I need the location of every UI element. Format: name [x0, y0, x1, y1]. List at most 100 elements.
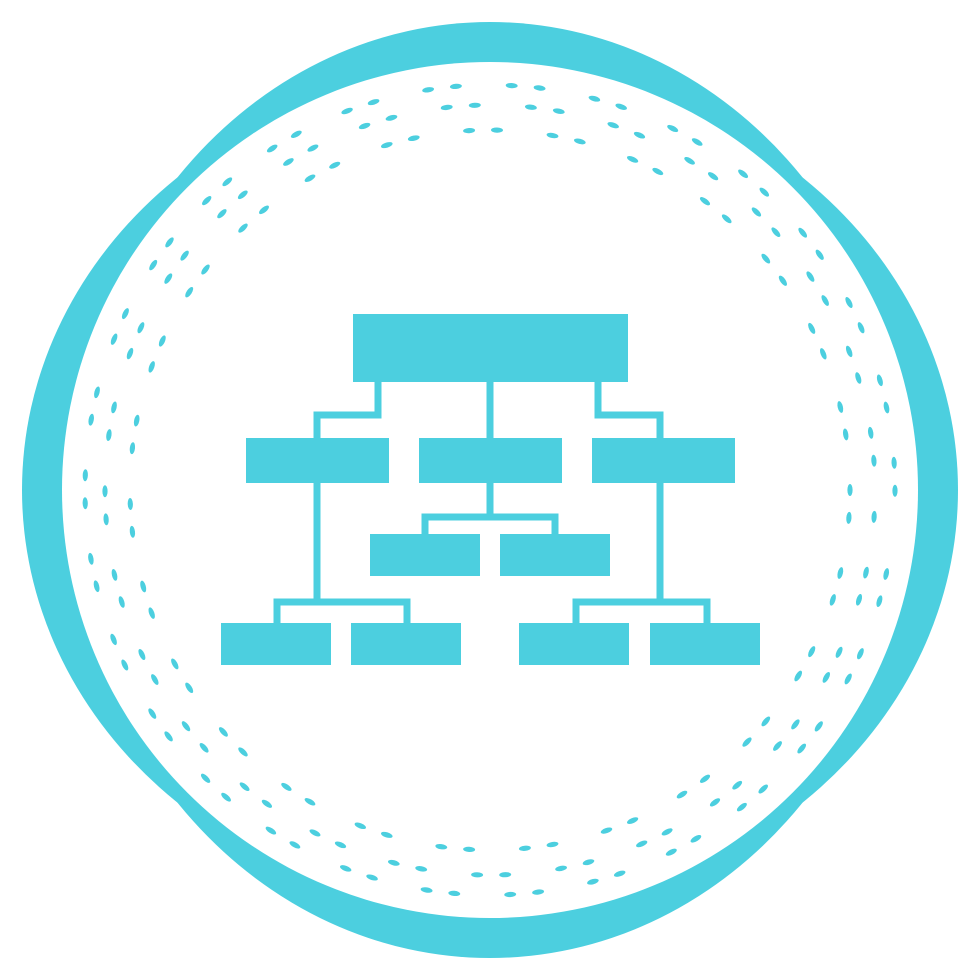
dot-mark: [366, 874, 378, 881]
dot-mark: [218, 727, 228, 737]
dot-mark: [837, 401, 844, 413]
root-node-box: [353, 314, 628, 382]
dot-mark: [463, 846, 476, 853]
dot-mark: [82, 469, 88, 482]
dot-mark: [103, 513, 109, 526]
dot-mark: [367, 99, 380, 106]
dot-mark: [471, 872, 484, 878]
dot-mark: [102, 485, 108, 498]
level3-right-a-box: [519, 623, 629, 665]
dot-mark: [532, 889, 545, 895]
dot-mark: [181, 721, 191, 732]
dot-mark: [736, 802, 747, 812]
dot-mark: [449, 83, 462, 90]
org-chart: [221, 314, 760, 665]
dot-mark: [222, 177, 233, 187]
dot-mark: [721, 214, 732, 224]
dot-mark: [742, 737, 752, 747]
dot-mark: [415, 866, 428, 872]
dot-mark: [118, 596, 125, 608]
dot-mark: [281, 782, 292, 791]
dot-mark: [239, 782, 250, 792]
dot-mark: [876, 374, 883, 387]
dot-mark: [633, 131, 646, 139]
dot-mark: [221, 792, 231, 802]
dot-mark: [381, 831, 393, 838]
connector-lines: [273, 382, 711, 623]
dot-mark: [573, 138, 586, 145]
dot-mark: [422, 87, 435, 93]
dot-mark: [340, 865, 352, 872]
dot-mark: [546, 132, 559, 139]
level3-left-a-box: [221, 623, 331, 665]
dot-mark: [111, 401, 117, 414]
dot-mark: [435, 843, 448, 850]
dot-mark: [158, 335, 166, 347]
dot-mark: [354, 822, 366, 830]
dot-mark: [815, 249, 824, 260]
level2-center-left-box: [370, 534, 480, 576]
dot-mark: [448, 890, 461, 897]
dot-mark: [407, 135, 420, 142]
dot-mark: [180, 250, 189, 261]
dot-mark: [148, 708, 157, 719]
dot-mark: [289, 841, 301, 849]
dot-mark: [806, 271, 815, 282]
dot-mark: [771, 227, 781, 237]
dot-mark: [140, 580, 147, 593]
dot-mark: [652, 167, 664, 176]
dot-mark: [202, 196, 212, 206]
dot-mark: [600, 827, 613, 834]
dot-mark: [778, 275, 787, 286]
dot-mark: [468, 102, 481, 108]
dot-mark: [751, 207, 762, 217]
dot-mark: [819, 348, 827, 360]
dot-mark: [237, 190, 248, 200]
dot-mark: [259, 205, 269, 215]
dot-mark: [759, 187, 770, 197]
dot-mark: [290, 130, 302, 138]
dot-mark: [661, 828, 673, 836]
dot-mark: [798, 227, 808, 238]
dot-mark: [110, 333, 118, 345]
dot-mark: [533, 85, 546, 91]
dot-mark: [552, 108, 565, 114]
dot-mark: [121, 308, 129, 320]
dot-mark: [304, 798, 316, 806]
dot-mark: [808, 646, 816, 658]
dot-mark: [217, 209, 227, 219]
dot-mark: [847, 484, 853, 496]
dot-mark: [626, 817, 639, 824]
dot-mark: [699, 197, 711, 206]
dot-mark: [845, 297, 853, 308]
dot-mark: [111, 569, 118, 581]
dot-mark: [876, 595, 883, 608]
dot-mark: [524, 104, 537, 110]
dot-mark: [607, 122, 619, 129]
dot-mark: [440, 104, 453, 111]
dot-mark: [709, 798, 721, 807]
dot-mark: [871, 510, 877, 523]
dot-mark: [499, 872, 512, 878]
dot-mark: [164, 273, 173, 284]
dot-mark: [707, 172, 719, 181]
dot-mark: [94, 386, 100, 399]
dot-mark: [690, 835, 702, 843]
dot-mark: [151, 674, 159, 685]
dot-mark: [588, 95, 601, 102]
dot-mark: [808, 322, 816, 334]
dot-mark: [732, 780, 743, 790]
dot-mark: [738, 169, 749, 179]
dot-mark: [88, 552, 94, 565]
dot-mark: [555, 865, 568, 872]
dot-mark: [761, 716, 771, 727]
dot-mark: [855, 594, 863, 606]
dot-mark: [329, 161, 341, 169]
dot-mark: [691, 138, 703, 146]
level1-right-box: [592, 438, 735, 483]
dot-mark: [667, 124, 679, 133]
dot-mark: [171, 658, 179, 670]
dot-mark: [867, 426, 874, 439]
dot-mark: [201, 264, 210, 275]
